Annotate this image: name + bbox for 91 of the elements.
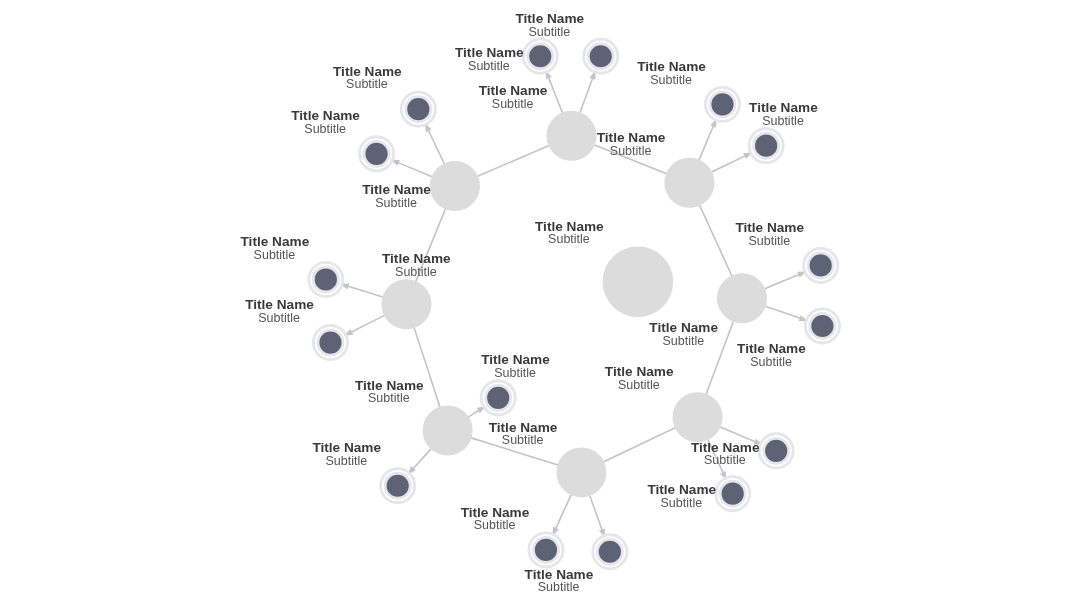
node-circle	[602, 246, 674, 317]
node-label: Title Name	[478, 83, 548, 98]
node-person	[802, 247, 840, 284]
node-circle	[556, 447, 607, 498]
node-person	[714, 475, 752, 513]
node-label: Subtitle	[346, 77, 388, 92]
arrow	[719, 426, 763, 446]
node-circle	[546, 110, 597, 161]
node-label: Subtitle	[703, 453, 746, 468]
connector	[705, 320, 735, 396]
node-label: Subtitle	[662, 334, 705, 349]
node-label: Subtitle	[491, 96, 534, 111]
node-label: Subtitle	[473, 518, 516, 533]
arrow	[552, 494, 572, 537]
node-person	[582, 37, 620, 75]
node-label: Title Name	[649, 320, 719, 336]
node-label: Subtitle	[660, 496, 703, 511]
node-label: Subtitle	[762, 113, 804, 128]
arrow	[390, 159, 433, 178]
node-label: Title Name	[362, 182, 431, 198]
node-person	[479, 379, 517, 417]
node-label: Title Name	[737, 340, 806, 356]
node-person	[757, 432, 795, 470]
connector	[698, 204, 733, 277]
connector	[603, 427, 676, 463]
node-label: Title Name	[240, 234, 310, 250]
node-label: Title Name	[535, 218, 604, 234]
node-person	[704, 85, 741, 123]
node-label: Title Name	[460, 504, 530, 520]
node-label: Subtitle	[528, 24, 571, 39]
node-person	[803, 307, 841, 345]
node-person	[527, 531, 565, 569]
node-label: Subtitle	[650, 72, 692, 87]
node-label: Title Name	[749, 100, 818, 116]
connector	[470, 437, 559, 466]
node-label: Title Name	[333, 63, 402, 79]
arrow	[710, 152, 753, 173]
arrow	[343, 314, 386, 336]
connector	[414, 207, 447, 283]
node-label: Subtitle	[258, 310, 300, 325]
node-label: Title Name	[604, 364, 674, 380]
arrow	[763, 271, 807, 290]
node-label: Subtitle	[617, 378, 660, 393]
node-label: Title Name	[690, 439, 760, 455]
node-label: Title Name	[312, 440, 382, 456]
node-person	[747, 127, 785, 165]
node-label: Title Name	[245, 297, 314, 313]
node-person	[311, 324, 349, 362]
node-label: Subtitle	[253, 247, 296, 262]
node-label: Title Name	[596, 129, 666, 145]
node-circle	[422, 405, 473, 456]
node-label: Title Name	[291, 108, 360, 124]
arrow	[589, 495, 605, 538]
node-label: Subtitle	[375, 195, 417, 210]
node-circle	[429, 160, 480, 211]
node-label: Title Name	[488, 419, 558, 435]
node-circle	[381, 279, 432, 330]
node-label: Title Name	[637, 58, 706, 74]
node-label: Subtitle	[548, 232, 590, 247]
node-label: Subtitle	[501, 433, 544, 448]
arrow	[698, 118, 717, 161]
arrow	[407, 448, 432, 475]
node-label: Title Name	[524, 566, 594, 582]
node-circle	[717, 273, 768, 324]
connector	[413, 326, 441, 408]
node-label: Subtitle	[609, 143, 652, 158]
node-label: Title Name	[481, 352, 550, 368]
node-label: Title Name	[454, 44, 524, 60]
node-label: Title Name	[515, 10, 585, 26]
node-circle	[664, 157, 715, 208]
node-label: Title Name	[647, 482, 717, 498]
node-label: Subtitle	[748, 233, 791, 248]
node-label: Subtitle	[395, 265, 437, 280]
node-person	[521, 37, 559, 75]
node-label: Subtitle	[537, 580, 580, 595]
node-label: Title Name	[381, 251, 451, 267]
node-circle	[672, 392, 723, 443]
node-label: Subtitle	[750, 354, 792, 369]
node-person	[358, 135, 395, 173]
node-label: Title Name	[354, 377, 424, 393]
node-person	[307, 261, 345, 298]
node-label: Subtitle	[368, 391, 410, 406]
node-label: Subtitle	[468, 58, 510, 73]
connector	[476, 144, 550, 177]
node-person	[591, 533, 629, 571]
node-person	[399, 90, 437, 128]
connector	[593, 144, 668, 175]
node-label: Subtitle	[304, 122, 347, 137]
node-label: Subtitle	[494, 366, 536, 381]
node-label: Subtitle	[325, 454, 368, 469]
node-label: Title Name	[735, 220, 805, 236]
